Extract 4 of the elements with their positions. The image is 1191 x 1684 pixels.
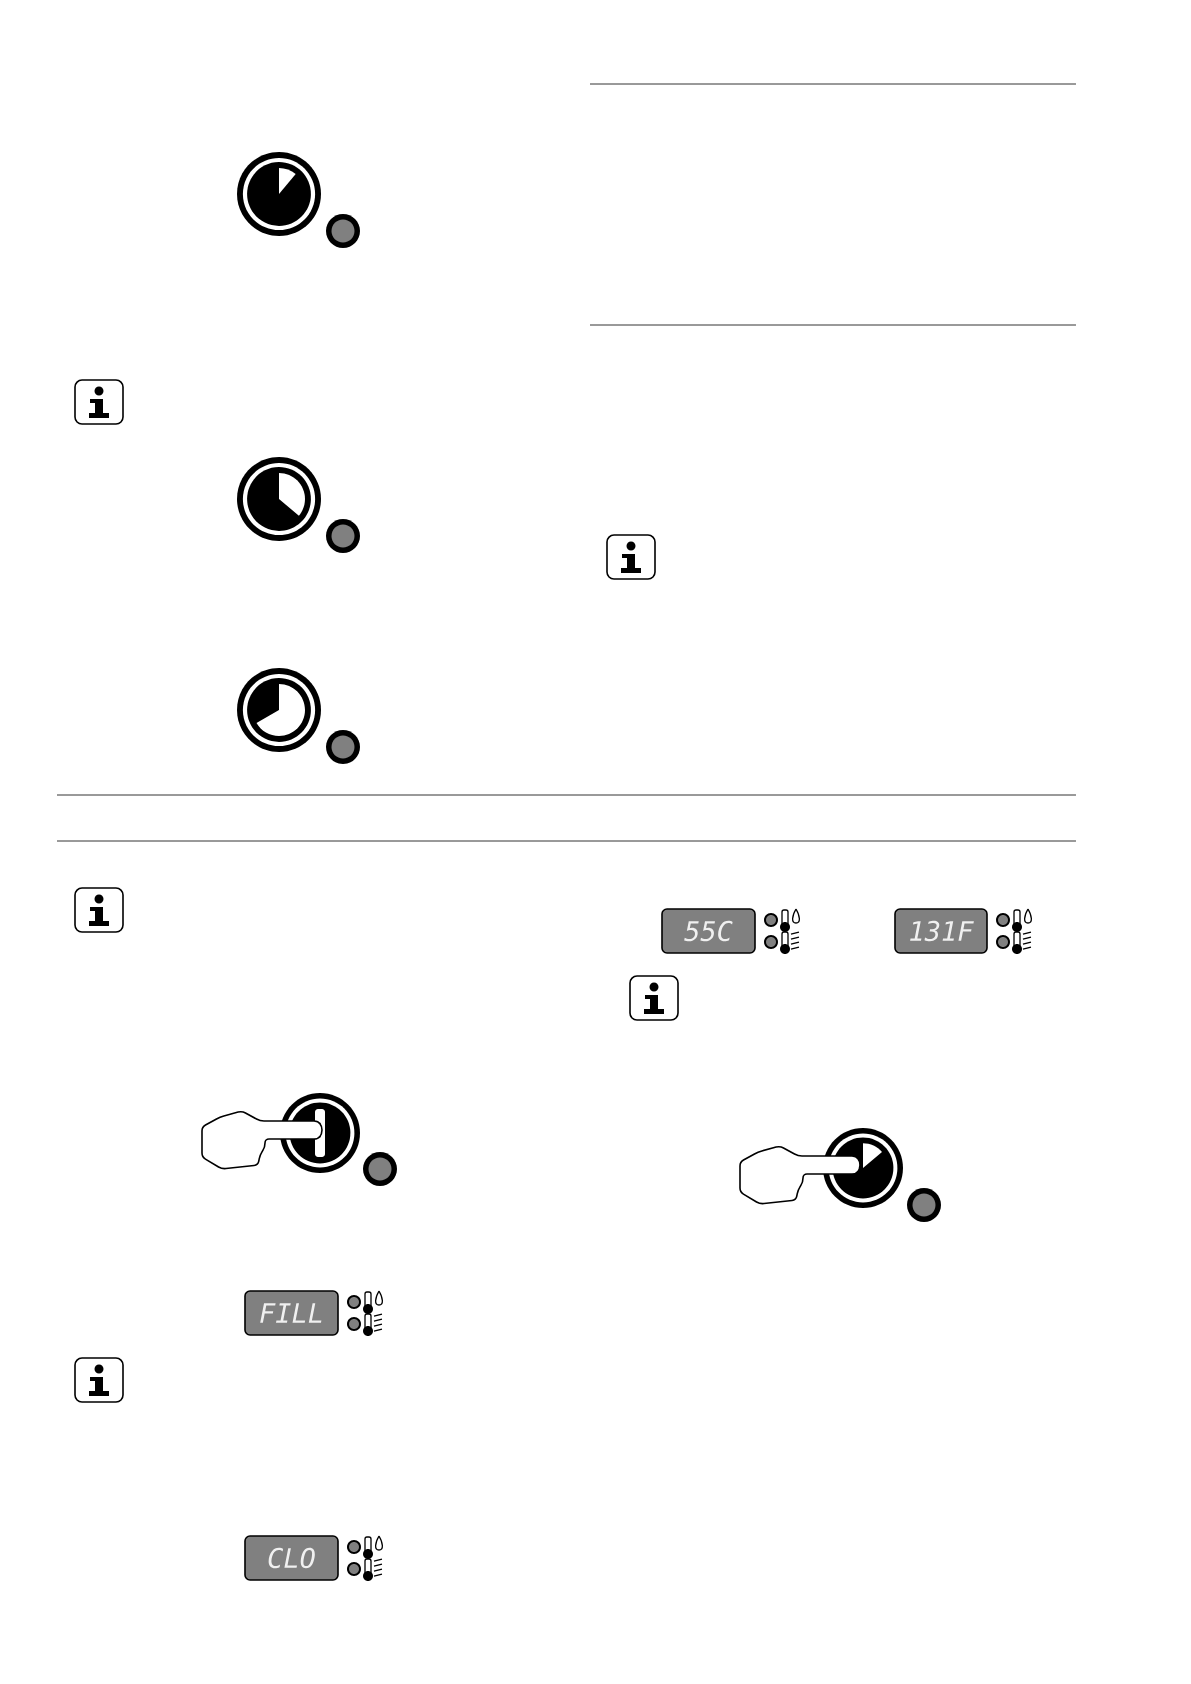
digital-display: 55C [661,908,756,954]
digital-display: 131F [894,908,988,954]
digital-display: FILL [244,1290,339,1336]
digital-display: CLO [244,1535,339,1581]
